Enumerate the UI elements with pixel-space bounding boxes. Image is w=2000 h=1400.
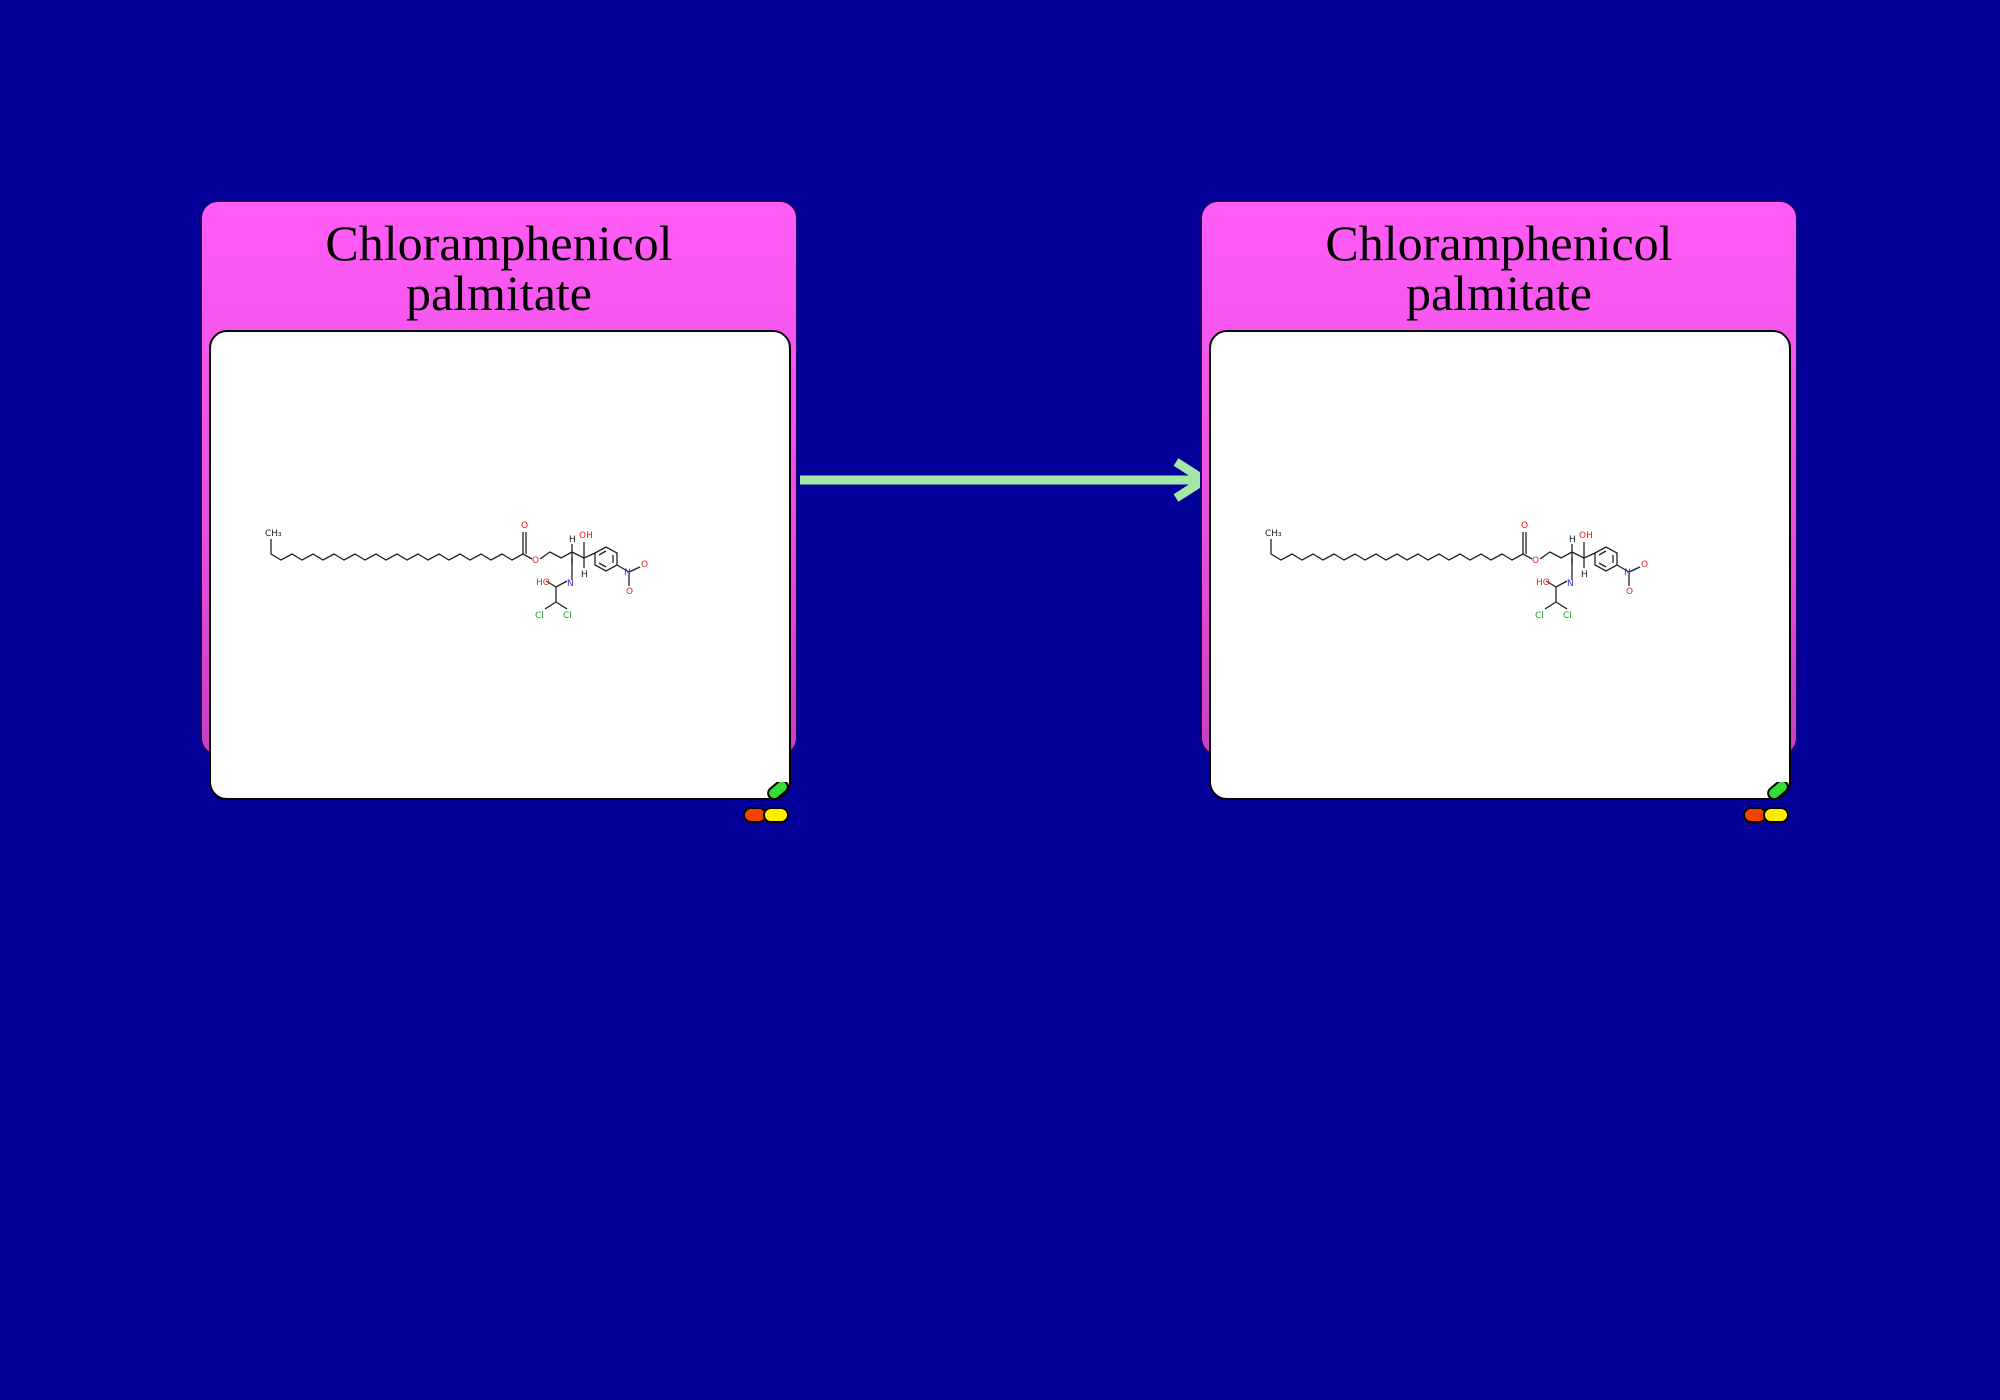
- atom-label: H: [1569, 535, 1576, 545]
- atom-label: O: [1641, 560, 1648, 570]
- node-title-line-1: Chloramphenicol: [1325, 215, 1673, 271]
- atom-label: N⁺: [1624, 568, 1636, 578]
- atom-label: Cl: [1535, 611, 1544, 621]
- atom-label: N: [567, 579, 574, 589]
- atom-label: Cl: [1563, 611, 1572, 621]
- atom-label: H: [581, 570, 588, 580]
- atom-label: N⁺: [624, 568, 636, 578]
- atom-label: Cl: [535, 611, 544, 621]
- atom-label: O: [1532, 556, 1539, 566]
- atom-label: CH₃: [1265, 529, 1282, 539]
- atom-label: OH: [1579, 531, 1593, 541]
- atom-label: H: [569, 535, 576, 545]
- pill-icon: [1743, 782, 1789, 823]
- pill-icon: [743, 782, 789, 823]
- atom-label: HO: [1536, 578, 1550, 588]
- atom-label: O: [641, 560, 648, 570]
- structure-panel-left: CH₃ O O OH H H N HO Cl Cl N⁺ O O: [209, 330, 791, 800]
- atom-label: O: [521, 521, 528, 531]
- node-title: Chloramphenicol palmitate: [1202, 218, 1796, 318]
- node-title: Chloramphenicol palmitate: [202, 218, 796, 318]
- atom-label: N: [1567, 579, 1574, 589]
- node-title-line-2: palmitate: [405, 265, 593, 321]
- structure-panel-right: CH₃ O O OH H H N HO Cl Cl N⁺ O O: [1209, 330, 1791, 800]
- atom-label: OH: [579, 531, 593, 541]
- atom-label: Cl: [563, 611, 572, 621]
- node-title-line-1: Chloramphenicol: [325, 215, 673, 271]
- atom-label: O: [1626, 587, 1633, 597]
- atom-label: O: [626, 587, 633, 597]
- node-title-line-2: palmitate: [1405, 265, 1593, 321]
- atom-label: CH₃: [265, 529, 282, 539]
- arrow-icon: [800, 458, 1213, 502]
- atom-label: O: [532, 556, 539, 566]
- atom-label: HO: [536, 578, 550, 588]
- molecule-structure: CH₃ O O OH H H N HO Cl Cl N⁺ O O: [1265, 521, 1648, 621]
- molecule-structure: CH₃ O O OH H H N HO Cl Cl N⁺ O O: [265, 521, 648, 621]
- atom-label: H: [1581, 570, 1588, 580]
- atom-label: O: [1521, 521, 1528, 531]
